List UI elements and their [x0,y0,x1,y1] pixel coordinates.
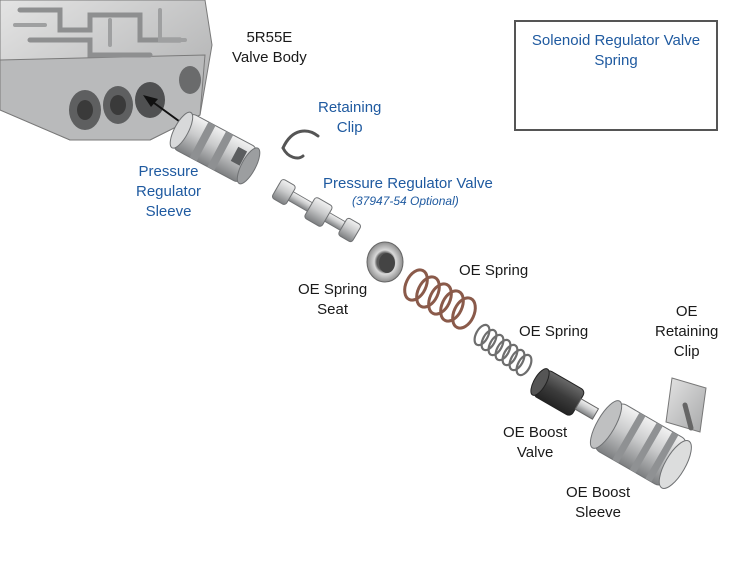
insertion-arrow [143,95,184,125]
retaining-clip-label: Retaining Clip [318,98,381,138]
inset-title: Solenoid Regulator Valve Spring [528,31,704,71]
inset-title-line2: Spring [594,52,638,69]
retaining-clip-part [281,129,320,160]
pressure-regulator-sleeve-label-line2: Regulator [136,183,202,200]
retaining-clip-label-line2: Clip [336,119,363,136]
valve-body-label-line1: 5R55E [246,29,293,46]
valve-body-label-line2: Valve Body [232,49,307,66]
oe-spring-seat-label-line1: OE Spring [298,281,368,298]
oe-spring-small-label: OE Spring [519,323,589,340]
oe-spring-large-part [403,268,477,330]
oe-boost-sleeve-part [589,400,692,489]
pressure-regulator-valve-label: Pressure Regulator Valve [323,175,493,192]
inset-panel [514,20,718,131]
oe-boost-sleeve-label-line1: OE Boost [566,484,631,501]
oe-retaining-clip-label-line2: Retaining [655,323,719,340]
oe-boost-valve-label-line1: OE Boost [503,424,568,441]
pressure-regulator-sleeve-label: Pressure Regulator Sleeve [136,162,201,222]
oe-spring-seat-part [366,241,404,283]
pressure-regulator-valve-part [271,179,361,243]
inset-title-line1: Solenoid Regulator Valve [531,32,701,49]
oe-spring-seat-label-line2: Seat [317,301,349,318]
oe-retaining-clip-label: OE Retaining Clip [655,302,718,362]
pressure-regulator-valve-note: (37947-54 Optional) [352,194,459,208]
oe-retaining-clip-part [665,377,707,433]
oe-boost-valve-label-line2: Valve [516,444,554,461]
oe-boost-sleeve-label: OE Boost Sleeve [566,483,630,523]
pressure-regulator-sleeve-part [169,111,261,185]
valve-body [0,0,213,141]
oe-boost-valve-label: OE Boost Valve [503,423,567,463]
oe-boost-sleeve-label-line2: Sleeve [575,504,622,521]
oe-retaining-clip-label-line1: OE [675,303,698,320]
oe-spring-small-part [473,323,533,377]
oe-retaining-clip-label-line3: Clip [673,343,700,360]
pressure-regulator-sleeve-label-line1: Pressure [138,163,199,180]
oe-boost-valve-part [530,368,600,420]
pressure-regulator-sleeve-label-line3: Sleeve [145,203,192,220]
retaining-clip-label-line1: Retaining [318,99,382,116]
valve-body-label: 5R55E Valve Body [232,28,307,68]
oe-spring-seat-label: OE Spring Seat [298,280,367,320]
oe-spring-large-label: OE Spring [459,262,529,279]
